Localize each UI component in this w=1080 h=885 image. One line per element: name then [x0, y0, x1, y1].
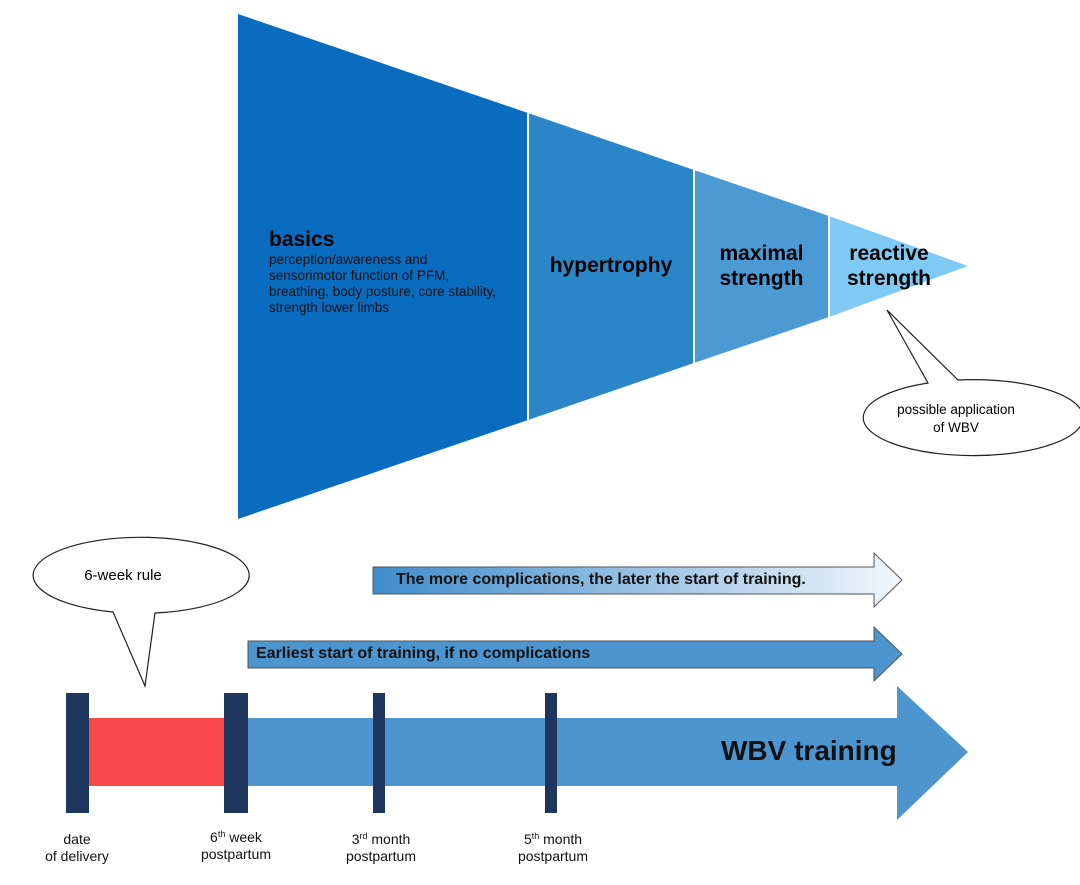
- marker-5th-month: [545, 693, 557, 813]
- reactive-strength-line1: reactive: [849, 242, 929, 265]
- label-5th-month-num: 5: [523, 831, 532, 847]
- callout-six-week-rule-text: 6-week rule: [84, 567, 162, 584]
- segment-basics: [238, 14, 528, 519]
- maximal-strength-line2: strength: [719, 267, 804, 290]
- hypertrophy-title: hypertrophy: [549, 254, 673, 277]
- marker-date-of-delivery: [66, 693, 89, 813]
- callout-wbv-line2: of WBV: [933, 420, 979, 435]
- arrow-complications: [372, 551, 903, 609]
- callout-wbv-line1: possible application: [897, 402, 1015, 417]
- wbv-training-label: WBV training: [721, 735, 897, 766]
- marker-6th-week: [224, 693, 248, 813]
- label-6th-week-num: 6: [210, 829, 218, 845]
- label-6th-week-word: week: [229, 829, 262, 845]
- basics-title: basics: [269, 228, 335, 251]
- label-3rd-month-word: month: [371, 831, 411, 847]
- label-date-of-delivery: date of delivery: [22, 831, 132, 865]
- label-6th-week: 6th week postpartum: [176, 829, 296, 863]
- label-3rd-month-line2: postpartum: [345, 848, 417, 864]
- label-6th-week-sup: th: [217, 829, 226, 839]
- arrow-earliest-start-text: Earliest start of training, if no compli…: [256, 645, 591, 662]
- maximal-strength-line1: maximal: [719, 242, 804, 265]
- six-week-period-block: [88, 718, 226, 786]
- label-5th-month-sup: th: [531, 831, 540, 841]
- callout-wbv-application-shape: [862, 309, 1080, 457]
- label-5th-month-line2: postpartum: [517, 848, 589, 864]
- reactive-strength-line2: strength: [847, 267, 931, 290]
- arrow-complications-text: The more complications, the later the st…: [396, 571, 806, 588]
- reactive-strength-label: reactive strength: [829, 241, 949, 291]
- label-delivery-line2: of delivery: [45, 848, 109, 864]
- label-6th-week-line2: postpartum: [200, 846, 272, 862]
- label-3rd-month: 3rd month postpartum: [321, 831, 441, 865]
- label-5th-month: 5th month postpartum: [493, 831, 613, 865]
- label-5th-month-word: month: [543, 831, 583, 847]
- arrow-wbv-training: [248, 686, 968, 820]
- segment-maximal-strength: [694, 170, 829, 363]
- label-delivery-line1: date: [63, 831, 91, 847]
- basics-description: perception/awareness and sensorimotor fu…: [269, 252, 497, 315]
- arrow-earliest-start: [247, 625, 903, 683]
- label-3rd-month-num: 3: [351, 831, 360, 847]
- callout-six-week-rule-shape: [32, 536, 250, 689]
- label-3rd-month-sup: rd: [359, 831, 368, 841]
- segment-hypertrophy: [528, 113, 694, 420]
- segment-reactive-strength: [829, 216, 968, 317]
- marker-3rd-month: [373, 693, 385, 813]
- basics-block: basics perception/awareness and sensorim…: [269, 227, 501, 316]
- maximal-strength-label: maximal strength: [694, 241, 829, 291]
- callout-wbv-application-text: possible application of WBV: [846, 401, 1066, 437]
